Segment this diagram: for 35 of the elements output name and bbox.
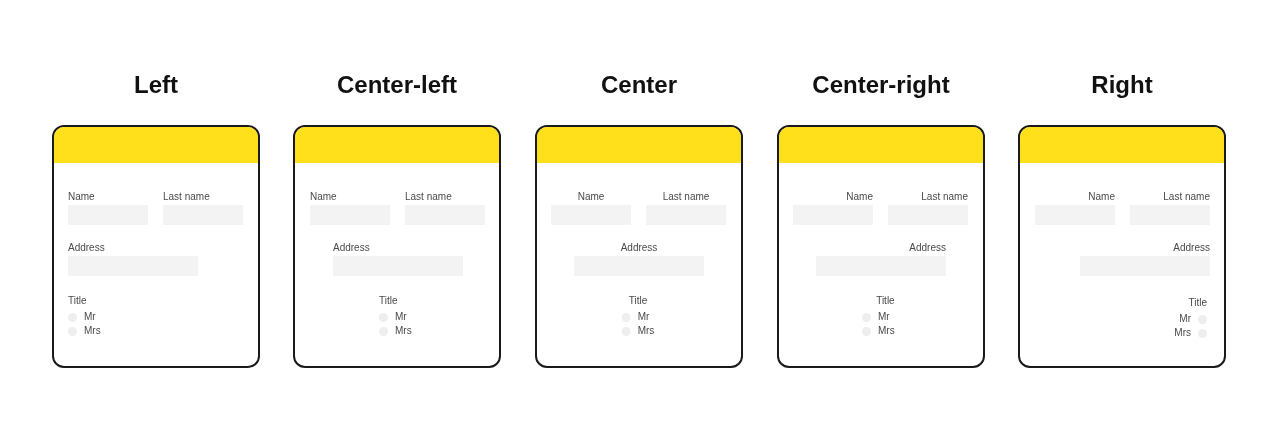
option-label: Mrs [637, 325, 655, 337]
option-label: Mrs [878, 325, 895, 337]
option-label: Mr [637, 311, 650, 323]
field-label: Last name [662, 191, 710, 203]
field-label: Name [846, 191, 873, 203]
field-label: Address [909, 242, 946, 254]
field-label: Address [1173, 242, 1210, 254]
field-label: Last name [163, 191, 210, 203]
group-label: Title [68, 294, 87, 308]
field-label: Name [1088, 191, 1115, 203]
option-label: Mrs [1174, 327, 1191, 339]
column-heading: Center-left [337, 70, 457, 100]
field-label: Name [68, 191, 95, 203]
option-label: Mr [84, 311, 96, 323]
field-label: Address [333, 242, 370, 254]
option-label: Mr [395, 311, 407, 323]
column-heading: Center [601, 70, 677, 100]
group-label: Title [1188, 296, 1207, 310]
field-label: Address [68, 242, 105, 254]
field-label: Name [310, 191, 337, 203]
option-label: Mr [878, 311, 890, 323]
option-label: Mrs [395, 325, 412, 337]
column-heading: Center-right [812, 70, 950, 100]
option-label: Mr [1179, 313, 1191, 325]
field-label: Last name [1163, 191, 1210, 203]
field-label: Address [620, 242, 658, 254]
group-label: Title [379, 294, 398, 308]
field-label: Name [577, 191, 605, 203]
option-label: Mrs [84, 325, 101, 337]
column-heading: Right [1091, 70, 1153, 100]
group-label: Title [876, 294, 895, 308]
column-heading: Left [134, 70, 178, 100]
group-label: Title [628, 294, 648, 308]
field-label: Last name [405, 191, 452, 203]
field-label: Last name [921, 191, 968, 203]
